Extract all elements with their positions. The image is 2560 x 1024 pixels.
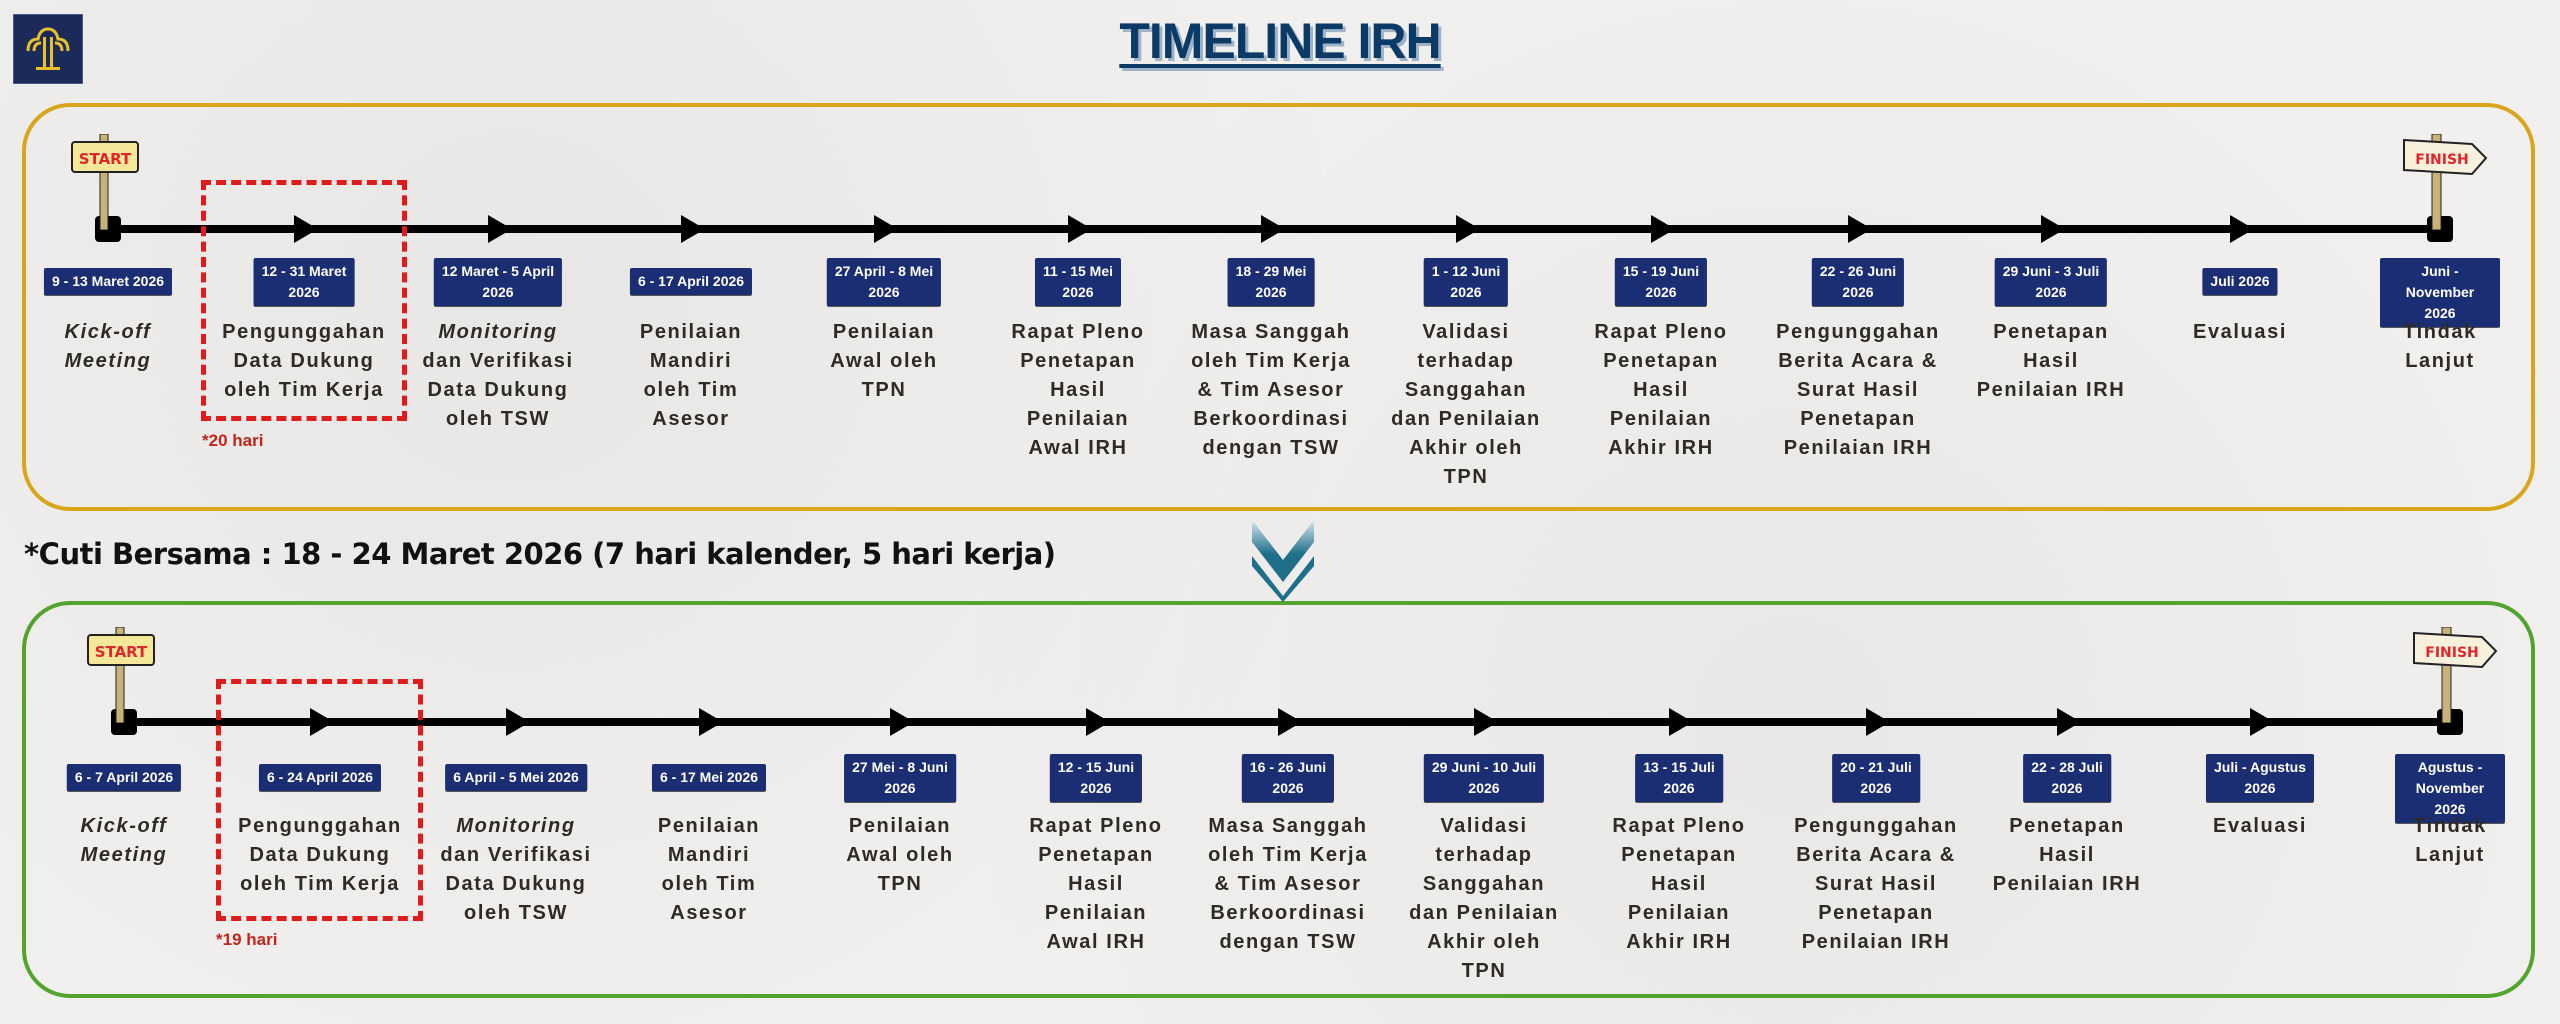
step-label: Monitoring dan Verifikasi Data Dukung ol… (440, 815, 592, 924)
step-label: Penilaian Mandiri oleh Tim Asesor (657, 815, 761, 924)
svg-text:START: START (95, 643, 148, 661)
date-badge: 22 - 28 Juli 2026 (2023, 754, 2111, 802)
arrow-icon (310, 708, 334, 736)
arrow-icon (2250, 708, 2274, 736)
date-badge: 9 - 13 Maret 2026 (43, 268, 173, 295)
date-badge: 22 - 26 Juni 2026 (1811, 258, 1905, 306)
arrow-icon (2230, 215, 2254, 243)
arrow-icon (874, 215, 898, 243)
highlight-box (216, 679, 423, 921)
highlight-box (201, 180, 407, 421)
step-label: Masa Sanggah oleh Tim Kerja & Tim Asesor… (1191, 321, 1351, 459)
step-label: Rapat Pleno Penetapan Hasil Penilaian Aw… (1011, 321, 1145, 459)
step-label: Evaluasi (2213, 815, 2307, 837)
arrow-icon (1086, 708, 1110, 736)
arrow-icon (1278, 708, 1302, 736)
highlight-duration-note: *20 hari (202, 431, 264, 450)
pengayoman-emblem-icon (26, 27, 70, 70)
arrow-icon (2057, 708, 2081, 736)
date-badge: 12 Maret - 5 April 2026 (433, 258, 563, 306)
step-label: Masa Sanggah oleh Tim Kerja & Tim Asesor… (1208, 815, 1368, 953)
step-label: Rapat Pleno Penetapan Hasil Penilaian Ak… (1612, 815, 1746, 953)
date-badge: 13 - 15 Juli 2026 (1635, 754, 1723, 802)
arrow-icon (1651, 215, 1675, 243)
step-label: Penilaian Mandiri oleh Tim Asesor (639, 321, 743, 430)
arrow-icon (1456, 215, 1480, 243)
arrow-icon (681, 215, 705, 243)
step-label: Tindak Lanjut (2403, 321, 2477, 372)
logo (13, 14, 83, 84)
date-badge: 1 - 12 Juni 2026 (1423, 258, 1509, 306)
step-label: Penilaian Awal oleh TPN (830, 321, 938, 401)
date-badge: 6 - 17 Mei 2026 (651, 764, 767, 791)
step-label: Monitoring dan Verifikasi Data Dukung ol… (422, 321, 574, 430)
arrow-icon (699, 708, 723, 736)
arrow-icon (890, 708, 914, 736)
step-label: Validasi terhadap Sanggahan dan Penilaia… (1391, 321, 1541, 488)
svg-text:FINISH: FINISH (2425, 645, 2479, 661)
step-label: Kick-off Meeting (80, 815, 168, 866)
date-badge: 6 - 7 April 2026 (66, 764, 182, 791)
finish-sign-icon: FINISH (2412, 626, 2504, 728)
date-badge: 18 - 29 Mei 2026 (1227, 258, 1315, 306)
date-badge: Juli 2026 (2202, 268, 2278, 295)
arrow-icon (2041, 215, 2065, 243)
start-sign-icon: START (86, 626, 158, 728)
step-label: Pengunggahan Data Dukung oleh Tim Kerja (222, 321, 386, 401)
svg-text:START: START (79, 150, 132, 168)
step-label: Penetapan Hasil Penilaian IRH (1976, 321, 2126, 401)
cuti-bersama-note: *Cuti Bersama : 18 - 24 Maret 2026 (7 ha… (24, 537, 1056, 571)
step-label: Penetapan Hasil Penilaian IRH (1992, 815, 2142, 895)
step-label: Penilaian Awal oleh TPN (846, 815, 954, 895)
arrow-icon (1669, 708, 1693, 736)
date-badge: 6 - 24 April 2026 (258, 764, 382, 791)
finish-sign-icon: FINISH (2402, 133, 2494, 235)
step-label: Evaluasi (2193, 321, 2287, 343)
date-badge: 27 April - 8 Mei 2026 (826, 258, 942, 306)
step-label: Pengunggahan Berita Acara & Surat Hasil … (1776, 321, 1940, 459)
arrow-icon (1848, 215, 1872, 243)
start-sign-icon: START (70, 133, 142, 235)
date-badge: 6 - 17 April 2026 (629, 268, 753, 295)
date-badge: Agustus - November 2026 (2395, 754, 2505, 823)
date-badge: 11 - 15 Mei 2026 (1034, 258, 1122, 306)
arrow-icon (1866, 708, 1890, 736)
page-title: TIMELINE IRH (1119, 13, 1441, 69)
date-badge: 6 April - 5 Mei 2026 (445, 764, 587, 791)
step-label: Pengunggahan Berita Acara & Surat Hasil … (1794, 815, 1958, 953)
date-badge: 12 - 15 Juni 2026 (1049, 754, 1143, 802)
arrow-icon (1261, 215, 1285, 243)
date-badge: 20 - 21 Juli 2026 (1832, 754, 1920, 802)
step-label: Kick-off Meeting (64, 321, 152, 372)
step-label: Rapat Pleno Penetapan Hasil Penilaian Ak… (1594, 321, 1728, 459)
date-badge: 29 Juni - 3 Juli 2026 (1994, 258, 2108, 306)
arrow-icon (488, 215, 512, 243)
timeline-panel-original (22, 103, 2535, 511)
svg-text:FINISH: FINISH (2415, 152, 2469, 168)
arrow-icon (1068, 215, 1092, 243)
date-badge: Juli - Agustus 2026 (2205, 754, 2315, 802)
date-badge: 27 Mei - 8 Juni 2026 (844, 754, 956, 802)
step-label: Pengunggahan Data Dukung oleh Tim Kerja (238, 815, 402, 895)
step-label: Rapat Pleno Penetapan Hasil Penilaian Aw… (1029, 815, 1163, 953)
step-label: Tindak Lanjut (2413, 815, 2487, 866)
date-badge: 15 - 19 Juni 2026 (1614, 258, 1708, 306)
highlight-duration-note: *19 hari (216, 930, 278, 949)
arrow-icon (506, 708, 530, 736)
date-badge: 12 - 31 Maret 2026 (253, 258, 355, 306)
date-badge: 29 Juni - 10 Juli 2026 (1423, 754, 1545, 802)
step-label: Validasi terhadap Sanggahan dan Penilaia… (1409, 815, 1559, 982)
timeline-panel-revised (22, 601, 2535, 998)
date-badge: Juni - November 2026 (2380, 258, 2500, 327)
arrow-icon (294, 215, 318, 243)
date-badge: 16 - 26 Juni 2026 (1241, 754, 1335, 802)
arrow-icon (1474, 708, 1498, 736)
chevron-down-icon (1252, 520, 1314, 602)
